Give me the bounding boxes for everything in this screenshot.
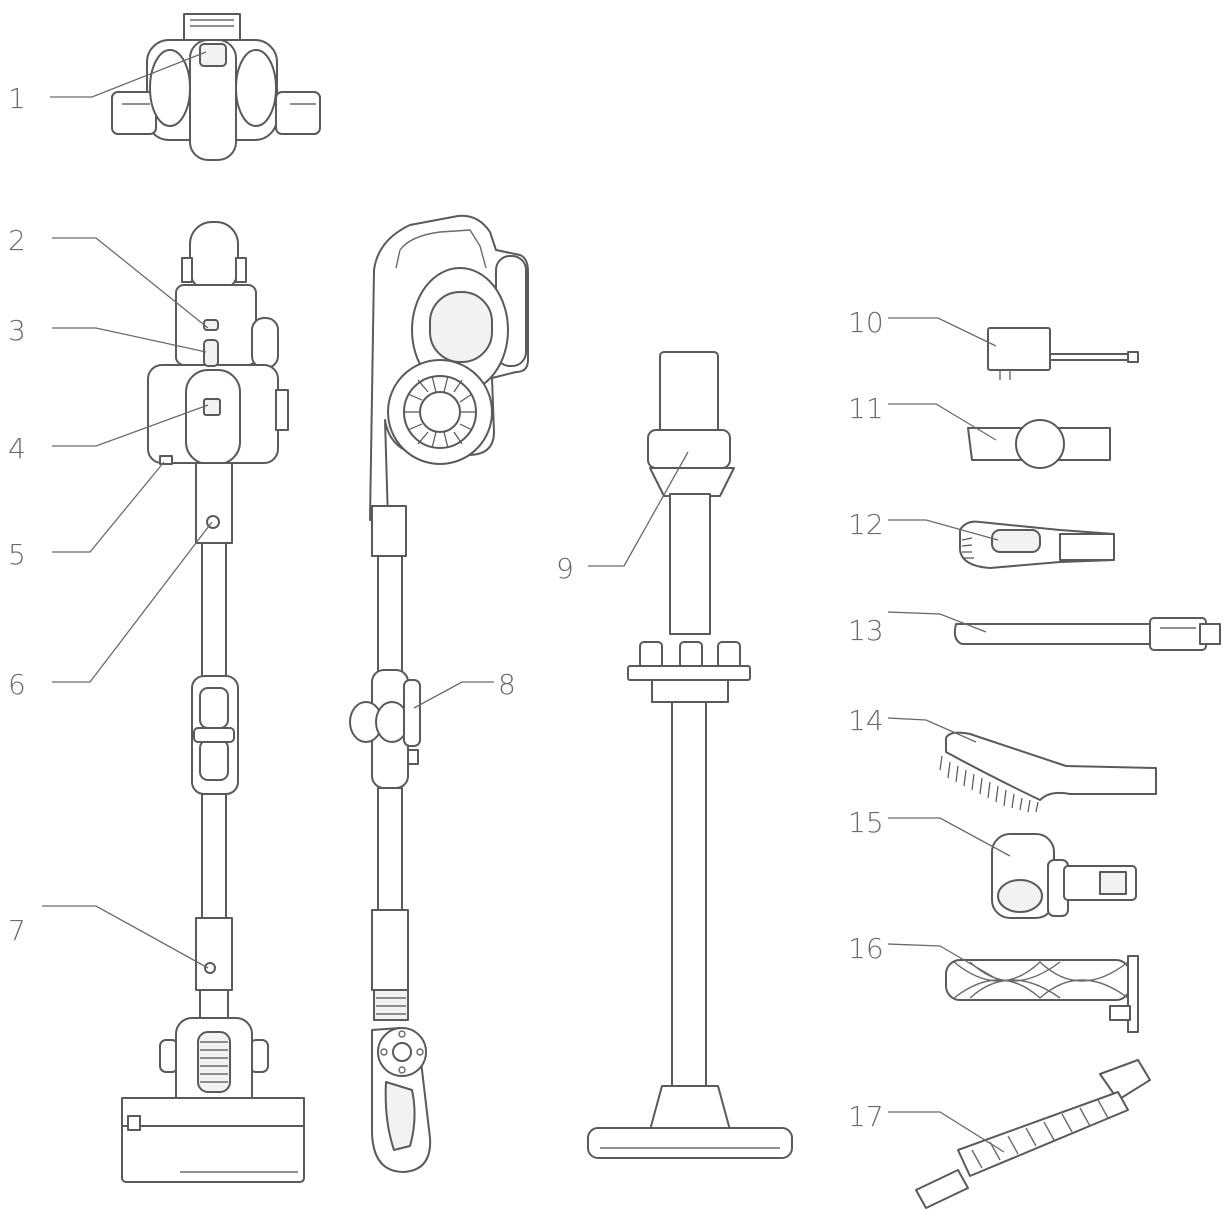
callout-15: 15: [848, 806, 884, 839]
leader-7: [42, 905, 209, 969]
leader-1: [50, 51, 207, 98]
callout-10: 10: [848, 306, 884, 339]
callout-5: 5: [8, 538, 26, 571]
callout-numbers: 1 2 3 4 5 6 7 8 9 10 11 12 13 14 15 16 1…: [8, 82, 884, 1133]
callout-8: 8: [498, 668, 516, 701]
callout-6: 6: [8, 668, 26, 701]
leader-8: [413, 681, 494, 709]
leader-15: [888, 817, 1011, 857]
part-17-hose: [915, 1059, 1151, 1209]
side-view-body: [369, 214, 529, 521]
part-16-roller-brush: [945, 955, 1139, 1033]
leader-4: [52, 404, 209, 447]
part-13-crevice-tool: [953, 617, 1221, 651]
leader-2: [52, 237, 209, 329]
callout-1: 1: [8, 82, 26, 115]
leader-5: [52, 461, 165, 553]
side-view-floor-head: [371, 1027, 432, 1173]
side-view-tube: [349, 505, 421, 1021]
part-15-mini-brush: [991, 833, 1137, 919]
front-view-tube: [191, 462, 239, 1021]
part-11-adapter: [967, 419, 1111, 469]
callout-13: 13: [848, 614, 884, 647]
leader-14: [887, 717, 977, 743]
callout-11: 11: [848, 392, 884, 425]
leader-17: [888, 1111, 1005, 1153]
leader-12: [888, 519, 999, 541]
part-14-wide-brush: [939, 731, 1157, 813]
leader-10: [888, 317, 997, 347]
callout-9: 9: [556, 552, 574, 585]
leader-lines: [42, 51, 1011, 1153]
callout-12: 12: [848, 508, 884, 541]
callout-17: 17: [848, 1100, 884, 1133]
callout-7: 7: [8, 914, 26, 947]
leader-11: [888, 403, 997, 441]
callout-3: 3: [8, 314, 26, 347]
front-view-body: [147, 221, 289, 465]
leader-13: [887, 611, 987, 633]
part-9-stand: [587, 351, 793, 1159]
part-1-motor-unit: [111, 13, 321, 161]
callout-4: 4: [8, 432, 26, 465]
callout-2: 2: [8, 224, 26, 257]
leader-3: [52, 327, 207, 353]
front-view-floor-head: [121, 1017, 305, 1183]
leader-16: [887, 943, 1003, 983]
part-10-charger: [987, 327, 1139, 380]
leader-6: [52, 521, 213, 683]
callout-16: 16: [848, 932, 884, 965]
callout-14: 14: [848, 704, 884, 737]
part-12-brush-tool: [959, 520, 1115, 569]
leader-9: [588, 451, 689, 567]
